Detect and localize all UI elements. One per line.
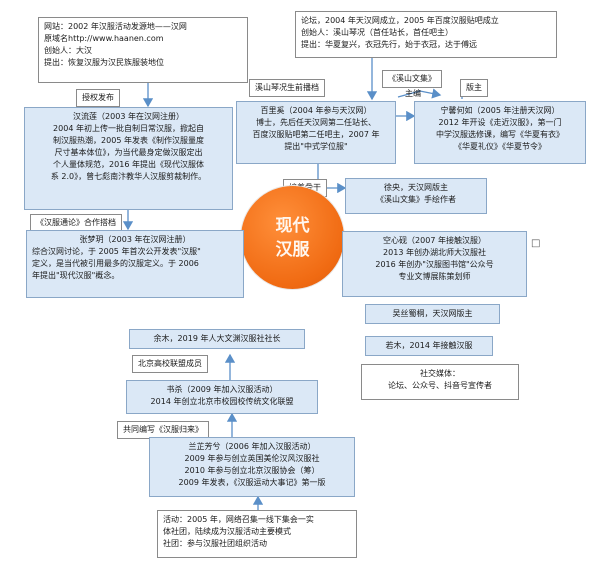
box-activity-line: 社团：参与汉服社团组织活动 (163, 539, 267, 548)
box-liu-line: 尺寸基本体位》，为当代最身定做汉服定出 (54, 148, 203, 157)
box-baili-line: 博士，先后任天汉网第二任站长、 (256, 118, 376, 127)
box-website: 网站：2002 年汉服活动发源地——汉网 原域名http://www.haane… (38, 17, 248, 83)
box-forum-line: 论坛，2004 年天汉网成立，2005 年百度汉服贴吧成立 (301, 16, 499, 25)
box-social: 社交媒体： 论坛、公众号、抖音号宣传者 (361, 364, 519, 400)
label-xishan-wenji: 《溪山文集》 (382, 70, 442, 88)
box-xukai-line: 徐央，天汉网版主 (384, 183, 448, 192)
box-lanzhi-line: 2009 年发表，《汉服运动大事记》第一版 (178, 478, 326, 487)
box-yumu-line: 余木，2019 年人大文渊汉服社社长 (153, 334, 281, 343)
box-lanzhi: 兰芷芳兮（2006 年加入汉服活动） 2009 年参与创立英国美伦汉风汉服社 2… (149, 437, 355, 497)
box-liu: 汉流莲（2003 年在汉网注册） 2004 年初上传一批自制日常汉服，掀起自 制… (24, 107, 233, 210)
label-beijing: 北京高校联盟成员 (132, 355, 208, 373)
box-yumu: 余木，2019 年人大文渊汉服社社长 (129, 329, 305, 349)
box-activity: 活动：2005 年，网络召集一线下集会一实 体社团，陆续成为汉服活动主要模式 社… (157, 510, 357, 558)
comment-icon[interactable]: □ (531, 238, 541, 249)
box-baili-line: 百里奚（2004 年参与天汉网） (260, 106, 372, 115)
center-node: 现代 汉服 (241, 186, 344, 289)
box-xukai: 徐央，天汉网版主 《溪山文集》手绘作者 (345, 178, 487, 214)
box-forum-line: 创始人：溪山琴况（首任站长，首任吧主） (301, 28, 453, 37)
center-title-line: 现代 (275, 215, 310, 236)
box-website-line: 网站：2002 年汉服活动发源地——汉网 (44, 22, 187, 31)
box-ningxin: 宁馨何如（2005 年注册天汉网） 2012 年开设《走近汉服》，第一门 中学汉… (414, 101, 586, 164)
box-kongxin-line: 专业文博展陈策划师 (398, 272, 471, 281)
box-baili-line: 提出"中式学位服" (284, 142, 348, 151)
box-zhang: 张梦玥（2003 年在汉网注册） 综合汉网讨论，于 2005 年首次公开发表"汉… (26, 230, 244, 298)
box-kongxin-line: 2016 年创办"汉服图书馆"公众号 (375, 260, 494, 269)
box-ningxin-line: 《华夏礼仪》《华夏节令》 (454, 142, 546, 151)
box-shusha: 书杀（2009 年加入汉服活动） 2014 年创立北京市校园校传统文化联盟 (126, 380, 318, 414)
box-liu-line: 系 2.0》，曾七彪南汴教华人汉服剪裁制作。 (50, 172, 207, 181)
box-ruomu-line: 若木，2014 年接触汉服 (385, 341, 473, 350)
box-liu-line: 个人量体规范，2016 年提出《现代汉服体 (53, 160, 204, 169)
box-website-line: 创始人：大汉 (44, 46, 92, 55)
label-zhubian: 主编 (405, 89, 421, 98)
label-banzhu: 版主 (460, 79, 488, 97)
box-social-line: 论坛、公众号、抖音号宣传者 (388, 381, 492, 390)
box-ruomu: 若木，2014 年接触汉服 (365, 336, 493, 356)
box-liu-line: 汉流莲（2003 年在汉网注册） (73, 112, 184, 121)
box-lanzhi-line: 2009 年参与创立英国美伦汉风汉服社 (184, 454, 320, 463)
box-xukai-line: 《溪山文集》手绘作者 (376, 195, 456, 204)
box-kongxin: 空心砚（2007 年接触汉服） 2013 年创办湖北师大汉服社 2016 年创办… (342, 231, 527, 297)
box-baili-line: 百度汉服贴吧第二任吧主，2007 年 (252, 130, 380, 139)
label-xishan-qianqi: 溪山琴况生前播档 (249, 79, 325, 97)
box-liu-line: 2004 年初上传一批自制日常汉服，掀起自 (53, 124, 204, 133)
box-kongxin-line: 2013 年创办湖北师大汉服社 (383, 248, 486, 257)
box-zhang-line: 年提出"现代汉服"概念。 (32, 271, 120, 280)
box-lanzhi-line: 2010 年参与创立北京汉服协会（筹） (184, 466, 320, 475)
box-website-line: 提出：恢复汉服为汉民族服装地位 (44, 58, 164, 67)
box-shusha-line: 书杀（2009 年加入汉服活动） (166, 385, 278, 394)
box-social-line: 社交媒体： (420, 369, 460, 378)
box-lanzhi-line: 兰芷芳兮（2006 年加入汉服活动） (188, 442, 316, 451)
box-activity-line: 体社团，陆续成为汉服活动主要模式 (163, 527, 291, 536)
center-title-line: 汉服 (275, 239, 310, 260)
arrow-ningxin-editor (397, 88, 442, 99)
box-zhang-line: 定义，是当代被引用最多的汉服定义。于 2006 (32, 259, 199, 268)
box-forum: 论坛，2004 年天汉网成立，2005 年百度汉服贴吧成立 创始人：溪山琴况（首… (295, 11, 557, 58)
box-wusi-line: 吴丝蜀桐，天汉网版主 (392, 309, 473, 318)
box-website-line: 原域名http://www.haanen.com (44, 34, 164, 43)
box-baili: 百里奚（2004 年参与天汉网） 博士，先后任天汉网第二任站长、 百度汉服贴吧第… (236, 101, 396, 164)
box-activity-line: 活动：2005 年，网络召集一线下集会一实 (163, 515, 314, 524)
box-forum-line: 提出：华夏复兴，衣冠先行，始于衣冠，达于傅远 (301, 40, 477, 49)
box-zhang-line: 综合汉网讨论，于 2005 年首次公开发表"汉服" (32, 247, 201, 256)
box-kongxin-line: 空心砚（2007 年接触汉服） (383, 236, 486, 245)
box-wusi: 吴丝蜀桐，天汉网版主 (365, 304, 500, 324)
box-ningxin-line: 2012 年开设《走近汉服》，第一门 (438, 118, 562, 127)
box-liu-line: 制汉服热潮，2005 年发表《制作汉服量度 (53, 136, 204, 145)
box-ningxin-line: 中学汉服选修课，编写《华夏有衣》 (436, 130, 564, 139)
box-shusha-line: 2014 年创立北京市校园校传统文化联盟 (150, 397, 294, 406)
box-zhang-line: 张梦玥（2003 年在汉网注册） (79, 235, 191, 244)
label-shouquan: 授权发布 (76, 89, 120, 107)
box-ningxin-line: 宁馨何如（2005 年注册天汉网） (440, 106, 560, 115)
